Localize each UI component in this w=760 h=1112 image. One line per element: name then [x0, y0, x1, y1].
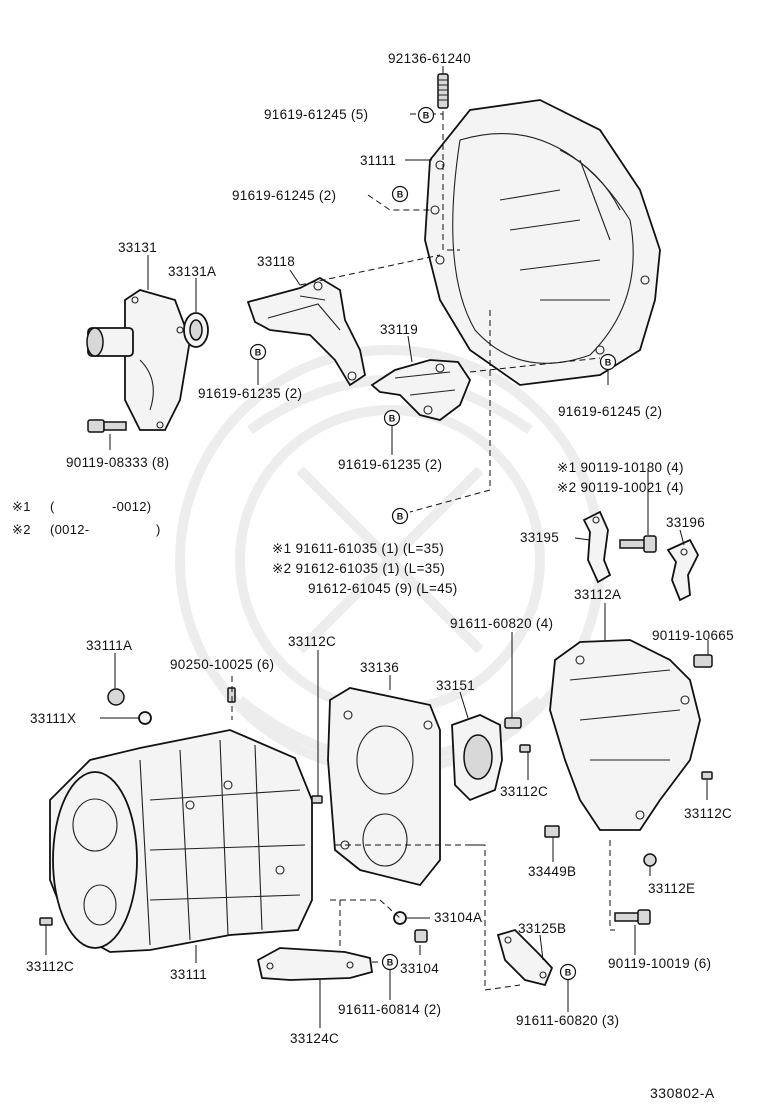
block-33449B[interactable]: [544, 825, 560, 838]
label-33131[interactable]: 33131: [118, 240, 157, 255]
label-91619-61245-2b[interactable]: 91619-61245 (2): [558, 404, 662, 419]
diagram-code: 330802-A: [650, 1085, 715, 1101]
label-33112C-mid[interactable]: 33112C: [500, 784, 548, 799]
stud-92136-61240[interactable]: [437, 73, 449, 109]
bolt-90119-10665[interactable]: [693, 654, 713, 668]
support-33119[interactable]: [370, 359, 472, 421]
note-1-close: -0012): [112, 499, 151, 514]
label-31111-top[interactable]: 31111: [360, 153, 396, 168]
intermediate-plate-33136[interactable]: [327, 687, 441, 887]
label-91611-60814[interactable]: 91611-60814 (2): [338, 1002, 441, 1017]
clutch-housing-31111[interactable]: [424, 99, 661, 386]
note-2-mark: ※2: [12, 522, 31, 537]
support-33118[interactable]: [246, 276, 367, 387]
label-33449B[interactable]: 33449B: [528, 864, 576, 879]
bolt-90119-08333[interactable]: [87, 419, 127, 433]
svg-text:B: B: [397, 190, 404, 200]
svg-text:B: B: [397, 512, 404, 522]
svg-text:B: B: [255, 348, 262, 358]
bearing-retainer-33131[interactable]: [86, 289, 191, 431]
svg-text:B: B: [565, 968, 572, 978]
label-33151[interactable]: 33151: [436, 678, 475, 693]
label-33136[interactable]: 33136: [360, 660, 399, 675]
note-2-open: (0012-: [50, 522, 89, 537]
label-33124C[interactable]: 33124C: [290, 1031, 339, 1046]
pin-33112C-top[interactable]: [311, 795, 323, 804]
label-33119[interactable]: 33119: [380, 322, 418, 337]
label-33118[interactable]: 33118: [257, 254, 295, 269]
plug-33111A[interactable]: [107, 688, 125, 706]
oil-seal-33131A[interactable]: [183, 312, 209, 348]
label-90119-10180[interactable]: ※1 90119-10180 (4): [557, 460, 684, 475]
label-91612-61035[interactable]: ※2 91612-61035 (1) (L=35): [272, 561, 445, 576]
label-33111A[interactable]: 33111A: [86, 638, 132, 653]
note-2-close: ): [156, 522, 161, 537]
label-91619-61235-2b[interactable]: 91619-61235 (2): [338, 457, 442, 472]
label-91619-61235-2a[interactable]: 91619-61235 (2): [198, 386, 302, 401]
label-33112C-left[interactable]: 33112C: [26, 959, 74, 974]
label-33112C-top[interactable]: 33112C: [288, 634, 336, 649]
label-33111X[interactable]: 33111X: [30, 711, 76, 726]
label-33104[interactable]: 33104: [400, 961, 439, 976]
label-91611-60820-3[interactable]: 91611-60820 (3): [516, 1013, 619, 1028]
bolt-90119-10019[interactable]: [614, 909, 651, 925]
label-90119-10021[interactable]: ※2 90119-10021 (4): [557, 480, 684, 495]
bolt-91611-60820-4[interactable]: [504, 717, 522, 729]
bolt-marker-8: B: [559, 963, 577, 981]
label-33112E[interactable]: 33112E: [648, 881, 695, 896]
label-90119-10665[interactable]: 90119-10665: [652, 628, 734, 643]
svg-text:B: B: [389, 414, 396, 424]
bolt-marker-4: B: [383, 409, 401, 427]
label-90119-10019[interactable]: 90119-10019 (6): [608, 956, 711, 971]
label-33112A[interactable]: 33112A: [574, 587, 621, 602]
part-labels: 92136-61240 91619-61245 (5) 31111 91619-…: [12, 51, 734, 1101]
bolt-marker-6: B: [391, 507, 409, 525]
label-33104A[interactable]: 33104A: [434, 910, 482, 925]
svg-text:B: B: [605, 358, 612, 368]
note-1-mark: ※1: [12, 499, 31, 514]
label-91619-61245-5[interactable]: 91619-61245 (5): [264, 107, 368, 122]
label-90250-10025[interactable]: 90250-10025 (6): [170, 657, 274, 672]
label-91611-60820-4[interactable]: 91611-60820 (4): [450, 616, 553, 631]
pin-33112C-left[interactable]: [39, 917, 53, 926]
note-1-open: (: [50, 499, 55, 514]
label-33125B[interactable]: 33125B: [518, 921, 566, 936]
plug-33104[interactable]: [414, 929, 428, 943]
lever-33196[interactable]: [666, 538, 700, 602]
leader-lines: [45, 66, 709, 1028]
extension-housing-33112A[interactable]: [549, 639, 701, 831]
bolt-marker-1: B: [417, 106, 435, 124]
label-33112C-right[interactable]: 33112C: [684, 806, 732, 821]
label-91612-61045[interactable]: 91612-61045 (9) (L=45): [308, 581, 458, 596]
label-33196[interactable]: 33196: [666, 515, 705, 530]
bolt-marker-2: B: [391, 185, 409, 203]
bolt-marker-3: B: [249, 343, 267, 361]
bolt-marker-7: B: [381, 953, 399, 971]
label-92136-61240[interactable]: 92136-61240: [388, 51, 471, 66]
transmission-case-33111[interactable]: [49, 729, 313, 953]
bolt-marker-5: B: [599, 353, 617, 371]
svg-text:B: B: [387, 958, 394, 968]
svg-text:B: B: [423, 111, 430, 121]
label-91611-61035[interactable]: ※1 91611-61035 (1) (L=35): [272, 541, 444, 556]
pin-33112C-right[interactable]: [701, 771, 713, 780]
bracket-33125B[interactable]: [496, 928, 554, 987]
bracket-33124C[interactable]: [256, 947, 374, 981]
ring-33111X[interactable]: [138, 711, 152, 725]
label-91619-61245-2a[interactable]: 91619-61245 (2): [232, 188, 336, 203]
retainer-33151[interactable]: [451, 714, 503, 802]
label-33111-bottom[interactable]: 33111: [170, 967, 207, 982]
label-33131A[interactable]: 33131A: [168, 264, 216, 279]
pin-33112C-mid[interactable]: [519, 744, 531, 753]
label-90119-08333[interactable]: 90119-08333 (8): [66, 455, 169, 470]
plug-33112E[interactable]: [643, 853, 657, 867]
label-33195[interactable]: 33195: [520, 530, 559, 545]
bracket-33195[interactable]: [582, 510, 612, 584]
bolt-90119-10180[interactable]: [619, 535, 657, 553]
